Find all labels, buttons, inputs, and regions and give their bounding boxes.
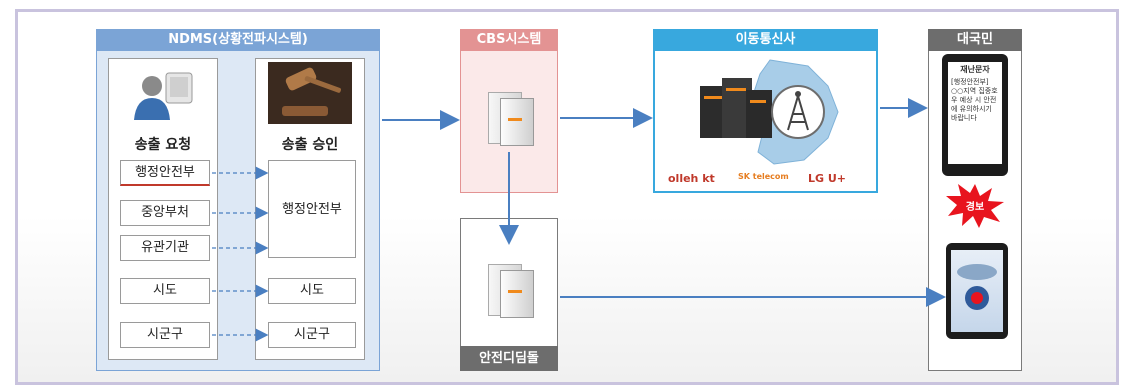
cbs-header: CBS시스템 [460,29,558,51]
alert-burst-icon [946,184,1004,228]
logo-sk-telecom: SK telecom [738,172,789,181]
request-label: 송출 요청 [134,137,192,153]
approve-label: 송출 승인 [281,137,339,153]
phone-message-header: 재난문자 [960,65,990,74]
requester-city-county: 시군구 [120,322,210,348]
requester-province: 시도 [120,278,210,304]
app-footer: 안전디딤돌 [460,346,558,371]
app-server-icon [488,264,534,318]
citizen-header: 대국민 [928,29,1022,51]
gavel-icon [268,62,352,124]
alert-burst-label: 경보 [965,202,985,213]
logo-lg-uplus: LG U+ [808,172,847,185]
korea-map-icon [700,56,850,168]
logo-olleh-kt: olleh kt [668,172,715,185]
phone-screen: 재난문자 [행정안전부] ○○지역 집중호우 예상 시 안전에 유의하시기 바랍… [948,62,1002,164]
requester-related-agencies: 유관기관 [120,235,210,261]
user-icon [128,68,198,126]
approver-city-county: 시군구 [268,322,356,348]
cbs-server-icon [488,92,534,146]
approver-province: 시도 [268,278,356,304]
tablet-screen [951,250,1003,332]
requester-mois: 행정안전부 [120,160,210,186]
phone-message-text: [행정안전부] ○○지역 집중호우 예상 시 안전에 유의하시기 바랍니다 [951,78,998,122]
requester-central-ministries: 중앙부처 [120,200,210,226]
ndms-header: NDMS(상황전파시스템) [96,29,380,51]
approver-mois: 행정안전부 [268,160,356,258]
carrier-header: 이동통신사 [653,29,878,51]
